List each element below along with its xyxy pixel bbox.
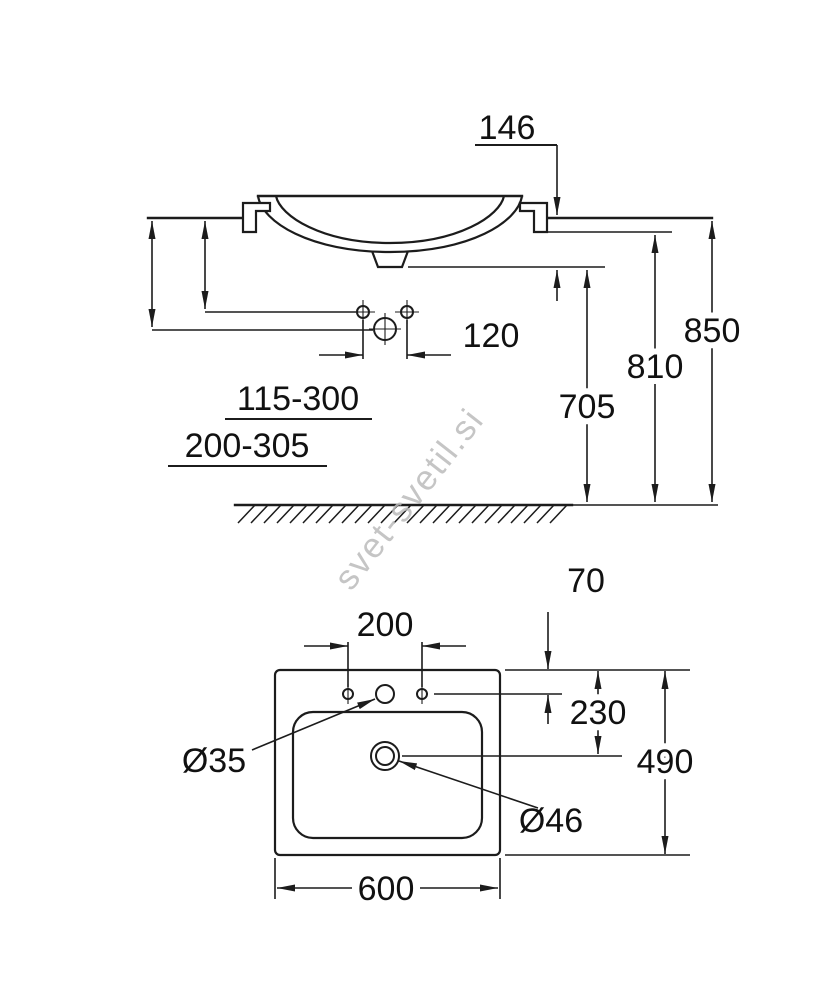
- faucet-hole-center-crosshair-icon: [369, 313, 401, 345]
- dim-146-label: 146: [479, 109, 536, 147]
- floor-hatch: [237, 504, 568, 524]
- dia-35-label: Ø35: [182, 742, 246, 780]
- drain-inner-circle-icon: [375, 746, 395, 766]
- dia-46-leader-arrow: [398, 760, 539, 809]
- dim-115-300-label: 115-300: [237, 380, 359, 418]
- dim-200-305-label: 200-305: [185, 427, 310, 465]
- dim-600-label: 600: [358, 870, 415, 908]
- basin-outer-shell: [256, 195, 524, 254]
- dim-230-label: 230: [570, 694, 627, 732]
- drain-outlet-profile: [370, 250, 410, 269]
- basin-bowl-plan: [291, 710, 484, 840]
- dim-810-label: 810: [627, 348, 684, 386]
- right-mounting-bracket: [518, 201, 549, 234]
- dim-490-label: 490: [637, 743, 694, 781]
- basin-inner-bowl: [274, 195, 506, 245]
- width-extension-lines: [274, 858, 501, 899]
- faucet-hole-plan-icon: [375, 684, 395, 704]
- dia-46-label: Ø46: [519, 802, 583, 840]
- dim-200-label: 200: [357, 606, 414, 644]
- dim-850-label: 850: [684, 312, 741, 350]
- side-elevation-view: 146 120 115-300 200-305 705 810 850: [146, 109, 746, 524]
- watermark-text: svet-svetil.si: [327, 401, 492, 597]
- dim-200-extension-lines: [347, 642, 423, 687]
- dia-35-leader-arrow: [251, 698, 376, 751]
- left-mounting-bracket: [241, 201, 272, 234]
- dim-120-label: 120: [463, 317, 520, 355]
- dim-705-label: 705: [559, 388, 616, 426]
- dim-70-label: 70: [567, 562, 605, 600]
- plan-view: 200 70 230 490 600 Ø35 Ø46: [182, 562, 700, 914]
